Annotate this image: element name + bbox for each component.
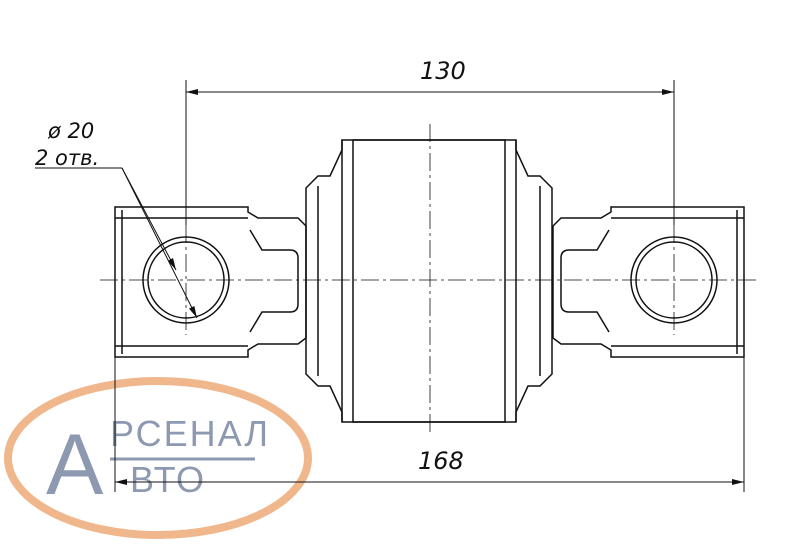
dimension-168 <box>114 357 745 492</box>
logo-ring <box>4 377 312 539</box>
part-outline <box>114 139 745 423</box>
logo-line2: ВТО <box>130 459 206 500</box>
dimension-bottom-label: 168 <box>418 447 464 475</box>
central-bushing <box>305 139 553 423</box>
arsenal-avto-logo: А РСЕНАЛ ВТО <box>4 377 312 539</box>
right-eye-block <box>552 206 745 358</box>
hole-diameter-label: ø 20 <box>47 119 94 143</box>
hole-leader <box>35 167 198 319</box>
logo-line1: РСЕНАЛ <box>110 413 270 454</box>
hole-count-label: 2 отв. <box>35 146 99 170</box>
center-lines <box>100 124 760 436</box>
dimension-top-label: 130 <box>420 57 466 85</box>
logo-initial: А <box>46 417 104 513</box>
dimension-130 <box>185 80 675 225</box>
